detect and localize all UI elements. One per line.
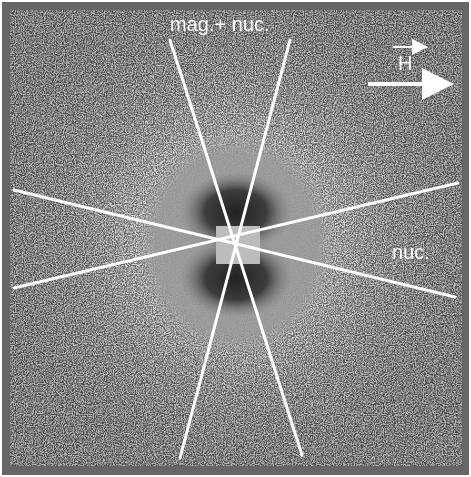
label-mag-nuc: mag.+ nuc. [170,14,270,36]
field-arrow-group [368,39,454,100]
upper-lobe [180,172,292,252]
sector-line-4 [12,181,460,290]
lower-lobe [180,238,292,318]
detector-area [10,10,462,466]
label-nuc: nuc. [392,242,430,264]
label-field: H [398,53,412,75]
sector-lines [12,38,460,460]
sector-line-2 [178,38,292,460]
sector-line-3 [12,188,457,299]
